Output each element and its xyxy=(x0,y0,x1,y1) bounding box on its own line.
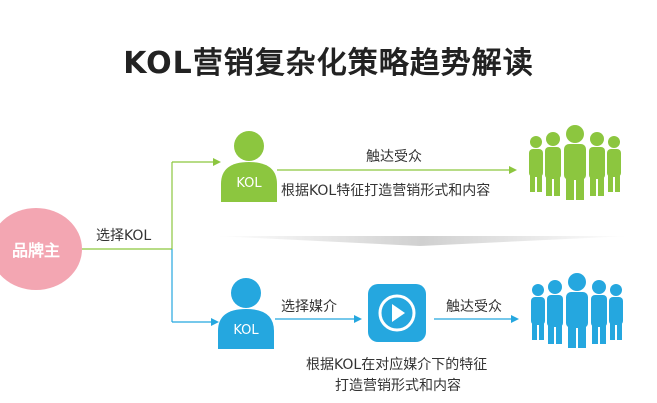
kol-label-bottom: KOL xyxy=(233,323,259,338)
arrow-to-top-audience-icon xyxy=(509,166,517,174)
arrow-to-bottom-audience-icon xyxy=(511,315,519,323)
media-play-icon xyxy=(368,284,426,342)
arrow-to-bottom-kol-icon xyxy=(211,318,219,326)
audience-group-icon-top xyxy=(529,125,621,200)
separator-shadow xyxy=(215,236,630,246)
bottom-description-line1: 根据KOL在对应媒介下的特征 xyxy=(306,357,488,373)
audience-group-icon-bottom xyxy=(531,273,623,348)
select-kol-label: 选择KOL xyxy=(96,228,152,244)
arrow-to-media-icon xyxy=(354,315,362,323)
kol-label-top: KOL xyxy=(236,176,262,191)
top-description: 根据KOL特征打造营销形式和内容 xyxy=(281,183,491,199)
reach-audience-label-bottom: 触达受众 xyxy=(446,299,502,315)
kol-person-icon-bottom xyxy=(218,278,274,349)
bottom-description-line2: 打造营销形式和内容 xyxy=(335,378,461,394)
brand-owner-node: 品牌主 xyxy=(0,208,82,290)
select-media-label: 选择媒介 xyxy=(281,299,337,315)
kol-person-icon-top xyxy=(221,131,277,202)
arrow-to-top-kol-icon xyxy=(213,158,221,166)
page-title: KOL营销复杂化策略趋势解读 xyxy=(123,46,534,81)
reach-audience-label-top: 触达受众 xyxy=(366,149,422,165)
